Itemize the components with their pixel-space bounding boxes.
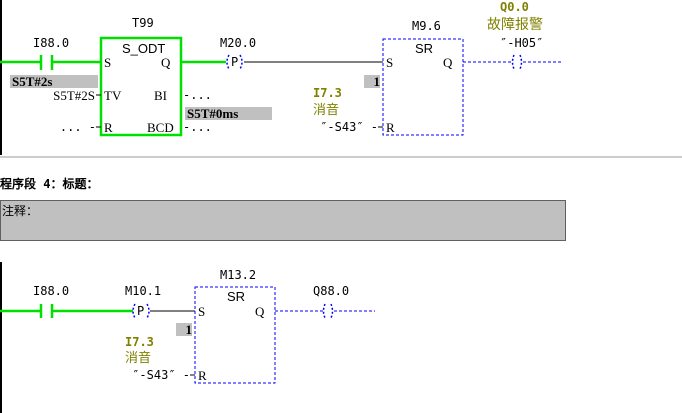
- coil-comment: 故障报警: [487, 17, 543, 33]
- sr-pin-s: S: [386, 55, 394, 70]
- pin-s: S: [104, 55, 112, 70]
- contact-address-2: I88.0: [33, 284, 70, 298]
- sr2-pin-q: Q: [255, 304, 265, 319]
- sr-status-2: 1: [176, 323, 192, 336]
- edge-address: M20.0: [220, 36, 257, 50]
- edge-coil-m10-1: [132, 303, 150, 319]
- edge-coil-m20: [226, 54, 243, 70]
- coil-q88-0: [322, 303, 334, 319]
- pin-bcd: BCD: [147, 120, 174, 135]
- edge-label-2: P: [137, 304, 145, 318]
- comment-label: 注释：: [2, 204, 39, 218]
- coil-symbol: ″-H05″: [500, 36, 544, 50]
- reset-comment-2: 消音: [125, 351, 152, 366]
- coil-address-2: Q88.0: [313, 284, 350, 298]
- pin-bi: BI: [154, 88, 167, 103]
- reset-comment: 消音: [313, 103, 340, 118]
- bcd-output[interactable]: -...: [183, 120, 212, 134]
- sr-type: SR: [415, 41, 434, 56]
- comment-box[interactable]: 注释：: [0, 200, 566, 241]
- pin-tv: TV: [104, 88, 122, 103]
- coil-q0-0: [511, 54, 523, 70]
- sr-box-m13-2: [194, 286, 276, 384]
- contact-i88-0[interactable]: [39, 55, 54, 70]
- bcd-status-value: S5T#0ms: [185, 107, 272, 120]
- r-input[interactable]: ... -: [59, 120, 96, 134]
- sr-status: 1: [364, 75, 380, 88]
- sr-box-m9-6: [382, 38, 464, 136]
- sr-address: M9.6: [412, 19, 441, 33]
- sr-pin-r: R: [386, 120, 395, 135]
- tv-status-value: S5T#2s: [10, 75, 98, 88]
- reset-address: I7.3: [313, 86, 342, 100]
- sr2-pin-r: R: [198, 368, 207, 383]
- sr2-pin-s: S: [198, 304, 206, 319]
- reset-address-2: I7.3: [125, 335, 154, 349]
- edge-address-2: M10.1: [125, 284, 162, 298]
- sr-type-2: SR: [227, 289, 246, 304]
- coil-address: Q0.0: [500, 0, 529, 14]
- reset-symbol-2: ″-S43″ -: [132, 368, 190, 382]
- timer-box: [99, 36, 183, 137]
- timer-type: S_ODT: [122, 41, 166, 56]
- network-title[interactable]: 程序段 4：标题：: [0, 177, 99, 191]
- edge-label: P: [231, 55, 239, 69]
- tv-input[interactable]: S5T#2S: [53, 88, 95, 103]
- reset-symbol: ″-S43″ -: [320, 120, 378, 134]
- sr-address-2: M13.2: [220, 268, 257, 282]
- timer-address: T99: [132, 16, 154, 30]
- contact-address: I88.0: [33, 36, 70, 50]
- pin-r: R: [104, 120, 113, 135]
- sr-pin-q: Q: [443, 55, 453, 70]
- contact-i88-0-net4[interactable]: [39, 304, 54, 318]
- bi-output[interactable]: -...: [183, 88, 212, 102]
- pin-q: Q: [161, 55, 171, 70]
